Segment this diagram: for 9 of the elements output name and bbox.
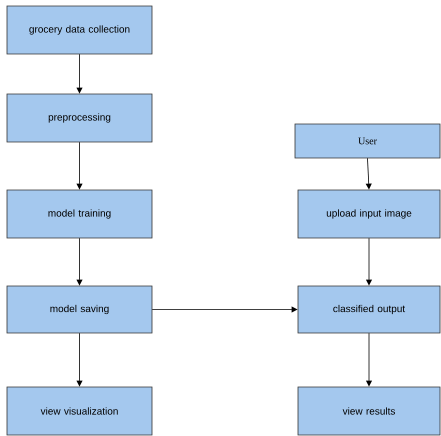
process-box: grocery data collection bbox=[6, 6, 152, 54]
process-box: upload input image bbox=[298, 190, 440, 238]
process-box: model saving bbox=[6, 286, 152, 334]
process-box: model training bbox=[6, 190, 152, 238]
process-box: User bbox=[294, 124, 440, 158]
process-box: view visualization bbox=[6, 386, 152, 436]
process-box: classified output bbox=[298, 286, 440, 334]
process-box: preprocessing bbox=[6, 94, 152, 142]
process-box: view results bbox=[298, 386, 440, 436]
